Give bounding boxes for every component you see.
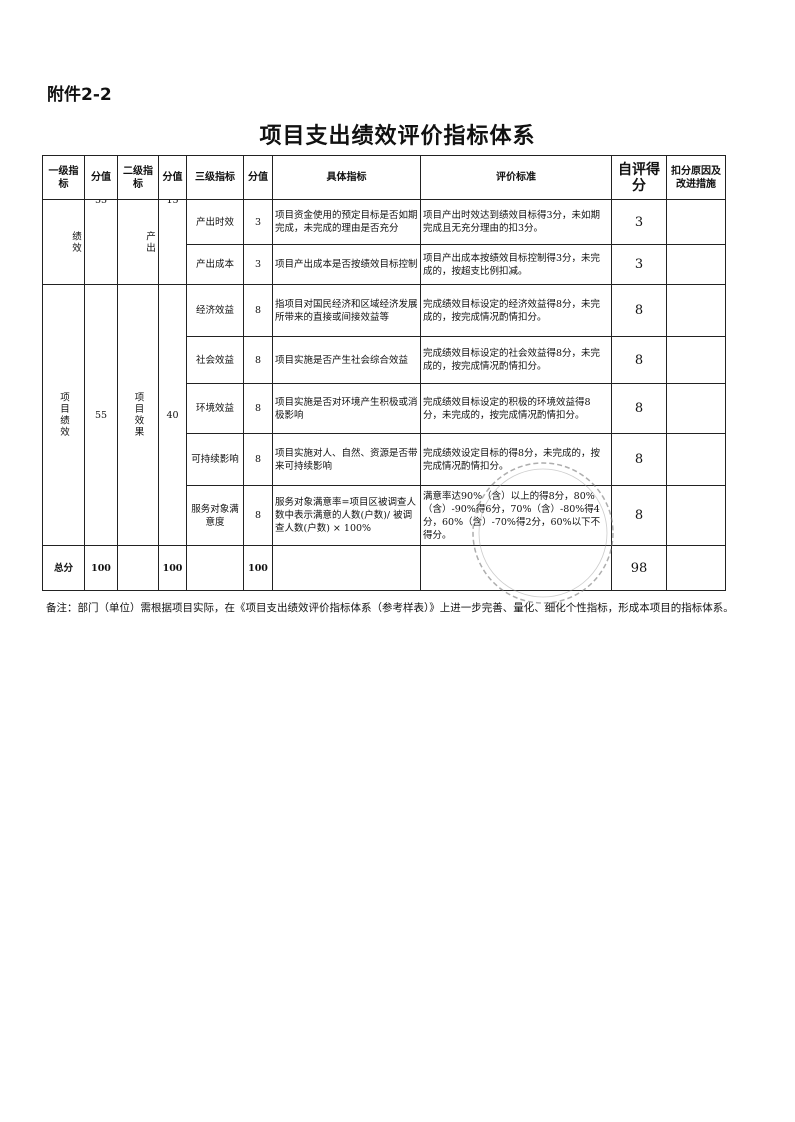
self-score-cell: 3 xyxy=(611,199,667,245)
table-row: 项目绩效 55 项目效果 40 经济效益 8 指项目对国民经济和区域经济发展所带… xyxy=(42,284,726,546)
header-cell: 分值 xyxy=(84,155,118,200)
reason-cell xyxy=(666,485,726,546)
empty-cell xyxy=(117,545,159,591)
indicator-cell: 项目实施对人、自然、资源是否带来可持续影响 xyxy=(272,433,421,486)
reason-cell xyxy=(666,383,726,434)
self-score-cell: 8 xyxy=(611,485,667,546)
table-row: 社会效益 8 项目实施是否产生社会综合效益 完成绩效目标设定的社会效益得8分，未… xyxy=(43,336,726,384)
level3-cell: 可持续影响 xyxy=(186,433,244,486)
header-cell: 自评得分 xyxy=(611,155,667,200)
indicator-cell: 项目产出成本是否按绩效目标控制 xyxy=(272,244,421,285)
score1-cell: 55 xyxy=(84,199,118,285)
score3-cell: 8 xyxy=(243,383,273,434)
criteria-cell: 完成绩效目标设定的积极的环境效益得8分，未完成的，按完成情况酌情扣分。 xyxy=(420,383,612,434)
table-row: 环境效益 8 项目实施是否对环境产生积极或消极影响 完成绩效目标设定的积极的环境… xyxy=(43,383,726,434)
level3-cell: 服务对象满意度 xyxy=(186,485,244,546)
self-score-cell: 8 xyxy=(611,433,667,486)
level1-cell: 项目绩效 xyxy=(42,284,85,546)
score1-cell: 55 xyxy=(84,284,118,546)
score3-cell: 8 xyxy=(243,284,273,337)
empty-cell xyxy=(420,545,612,591)
level2-cell: 项目效果 xyxy=(117,284,159,546)
indicator-cell: 服务对象满意率=项目区被调查人数中表示满意的人数(户数)/ 被调查人数(户数) … xyxy=(272,485,421,546)
header-cell: 一级指标 xyxy=(42,155,85,200)
indicator-table: 一级指标 分值 二级指标 分值 三级指标 分值 具体指标 评价标准 自评得分 扣… xyxy=(42,155,726,591)
header-cell: 二级指标 xyxy=(117,155,159,200)
reason-cell xyxy=(666,199,726,245)
header-cell: 分值 xyxy=(243,155,273,200)
criteria-cell: 完成绩效目标设定的经济效益得8分，未完成的，按完成情况酌情扣分。 xyxy=(420,284,612,337)
level2-cell: 产出 xyxy=(117,199,159,285)
footnote: 备注：部门（单位）需根据项目实际，在《项目支出绩效评价指标体系（参考样表）》上进… xyxy=(46,602,734,614)
level1-cell: 绩效 xyxy=(42,199,85,285)
header-cell: 三级指标 xyxy=(186,155,244,200)
attachment-label: 附件2-2 xyxy=(47,85,112,105)
empty-cell xyxy=(272,545,421,591)
header-cell: 评价标准 xyxy=(420,155,612,200)
table-row: 产出成本 3 项目产出成本是否按绩效目标控制 项目产出成本按绩效目标控制得3分，… xyxy=(43,244,726,285)
total-score1: 100 xyxy=(84,545,118,591)
indicator-cell: 项目实施是否对环境产生积极或消极影响 xyxy=(272,383,421,434)
score3-cell: 8 xyxy=(243,485,273,546)
reason-cell xyxy=(666,433,726,486)
level3-cell: 产出成本 xyxy=(186,244,244,285)
page-title: 项目支出绩效评价指标体系 xyxy=(259,124,536,149)
self-score-cell: 3 xyxy=(611,244,667,285)
reason-cell xyxy=(666,336,726,384)
level3-cell: 经济效益 xyxy=(186,284,244,337)
header-row: 一级指标 分值 二级指标 分值 三级指标 分值 具体指标 评价标准 自评得分 扣… xyxy=(42,155,726,200)
criteria-cell: 完成绩效设定目标的得8分，未完成的，按完成情况酌情扣分。 xyxy=(420,433,612,486)
indicator-cell: 项目实施是否产生社会综合效益 xyxy=(272,336,421,384)
empty-cell xyxy=(186,545,244,591)
score3-cell: 8 xyxy=(243,433,273,486)
indicator-cell: 项目资金使用的预定目标是否如期完成，未完成的理由是否充分 xyxy=(272,199,421,245)
self-score-cell: 8 xyxy=(611,383,667,434)
header-cell: 分值 xyxy=(158,155,187,200)
reason-cell xyxy=(666,284,726,337)
header-cell: 具体指标 xyxy=(272,155,421,200)
empty-cell xyxy=(666,545,726,591)
level3-cell: 社会效益 xyxy=(186,336,244,384)
score2-cell: 40 xyxy=(158,284,187,546)
score3-cell: 3 xyxy=(243,199,273,245)
level3-cell: 产出时效 xyxy=(186,199,244,245)
total-score3: 100 xyxy=(243,545,273,591)
reason-cell xyxy=(666,244,726,285)
total-self-score: 98 xyxy=(611,545,667,591)
total-row: 总分 100 100 100 98 xyxy=(42,545,726,591)
total-label: 总分 xyxy=(42,545,85,591)
self-score-cell: 8 xyxy=(611,336,667,384)
score2-cell: 15 xyxy=(158,199,187,285)
header-cell: 扣分原因及改进措施 xyxy=(666,155,726,200)
criteria-cell: 满意率达90%（含）以上的得8分，80%（含）-90%得6分，70%（含）-80… xyxy=(420,485,612,546)
criteria-cell: 完成绩效目标设定的社会效益得8分，未完成的，按完成情况酌情扣分。 xyxy=(420,336,612,384)
score3-cell: 8 xyxy=(243,336,273,384)
table-row: 绩效 55 产出 15 产出时效 3 项目资金使用的预定目标是否如期完成，未完成… xyxy=(42,199,726,285)
indicator-cell: 指项目对国民经济和区域经济发展所带来的直接或间接效益等 xyxy=(272,284,421,337)
total-score2: 100 xyxy=(158,545,187,591)
score3-cell: 3 xyxy=(243,244,273,285)
criteria-cell: 项目产出时效达到绩效目标得3分，未如期完成且无充分理由的扣3分。 xyxy=(420,199,612,245)
self-score-cell: 8 xyxy=(611,284,667,337)
criteria-cell: 项目产出成本按绩效目标控制得3分，未完成的，按超支比例扣减。 xyxy=(420,244,612,285)
level3-cell: 环境效益 xyxy=(186,383,244,434)
